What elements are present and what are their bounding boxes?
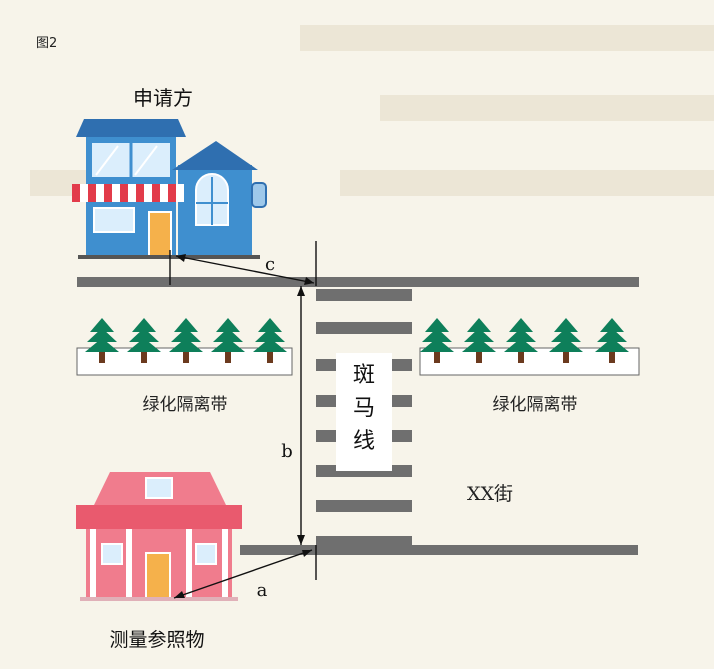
reference-label: 测量参照物 (109, 629, 204, 651)
tree-icon (127, 318, 161, 363)
green-belt-right-label: 绿化隔离带 (493, 395, 578, 415)
crosswalk-label-char-3: 线 (353, 429, 375, 454)
crosswalk-label-box (336, 353, 392, 471)
applicant-label: 申请方 (133, 86, 193, 110)
street-name: XX街 (467, 483, 513, 505)
dimension-b-label: b (281, 441, 293, 462)
dimension-c-label: c (265, 254, 275, 275)
tree-icon (549, 318, 583, 363)
tree-icon (85, 318, 119, 363)
tree-icon (253, 318, 287, 363)
crosswalk-label-char-2: 马 (353, 396, 375, 421)
crosswalk-label-char-1: 斑 (353, 363, 375, 388)
dimension-a-label: a (257, 580, 268, 601)
tree-icon (504, 318, 538, 363)
road-top (77, 277, 639, 287)
tree-icon (420, 318, 454, 363)
green-belt-right (419, 318, 640, 376)
figure-label: 图2 (36, 36, 58, 51)
tree-icon (169, 318, 203, 363)
dimension-arrowheads (174, 254, 314, 598)
reference-building (76, 472, 242, 601)
tree-icon (462, 318, 496, 363)
tree-icon (595, 318, 629, 363)
applicant-house (72, 119, 267, 259)
tree-icon (211, 318, 245, 363)
road-bottom (240, 545, 638, 555)
green-belt-left-label: 绿化隔离带 (143, 395, 228, 415)
green-belt-left (76, 318, 293, 376)
dimension-marks (169, 241, 317, 599)
